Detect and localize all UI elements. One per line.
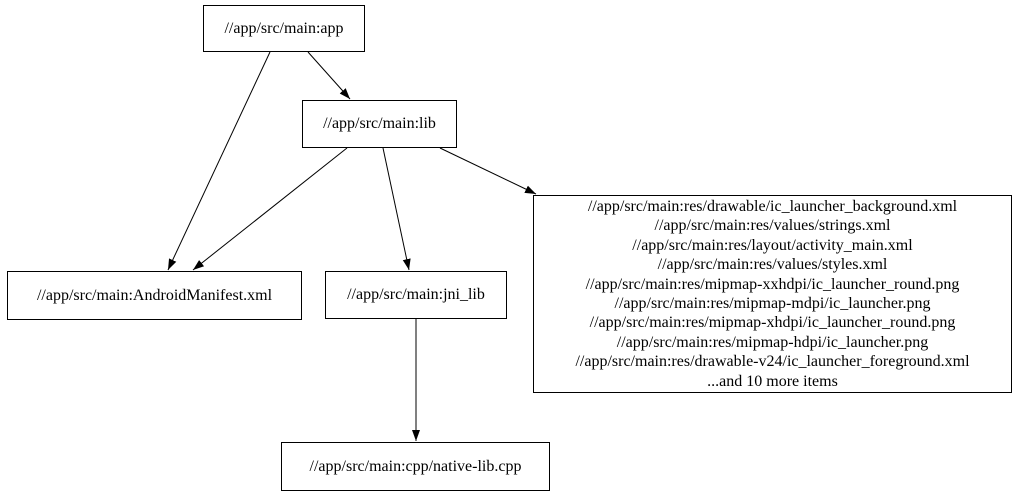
node-label-line: //app/src/main:res/mipmap-hdpi/ic_launch…	[616, 333, 929, 351]
graph-node-native-lib-cpp: //app/src/main:cpp/native-lib.cpp	[281, 442, 550, 491]
node-label-line: //app/src/main:app	[224, 19, 344, 37]
graph-node-res-group: //app/src/main:res/drawable/ic_launcher_…	[533, 195, 1012, 393]
node-label-line: ...and 10 more items	[707, 372, 838, 390]
node-label-line: //app/src/main:jni_lib	[347, 286, 485, 304]
graph-node-android-manifest: //app/src/main:AndroidManifest.xml	[7, 271, 302, 320]
edge-lib-to-android-manifest	[192, 147, 348, 271]
edge-app-to-android-manifest	[167, 51, 271, 271]
node-label-line: //app/src/main:lib	[323, 115, 436, 133]
node-label-line: //app/src/main:res/layout/activity_main.…	[632, 236, 913, 254]
node-label-line: //app/src/main:res/values/styles.xml	[657, 256, 888, 274]
node-label-line: //app/src/main:cpp/native-lib.cpp	[309, 457, 522, 475]
graph-node-app: //app/src/main:app	[203, 5, 365, 52]
edge-app-to-lib	[307, 51, 351, 100]
node-label-line: //app/src/main:res/mipmap-xhdpi/ic_launc…	[589, 314, 956, 332]
node-label-line: //app/src/main:res/values/strings.xml	[654, 217, 891, 235]
graph-node-jni-lib: //app/src/main:jni_lib	[325, 271, 507, 319]
graph-node-lib: //app/src/main:lib	[302, 100, 457, 148]
node-label-line: //app/src/main:res/drawable-v24/ic_launc…	[575, 353, 970, 371]
edge-lib-to-jni-lib	[382, 147, 411, 271]
node-label-line: //app/src/main:AndroidManifest.xml	[36, 286, 273, 304]
node-label-line: //app/src/main:res/drawable/ic_launcher_…	[587, 197, 958, 215]
node-label-line: //app/src/main:res/mipmap-xxhdpi/ic_laun…	[585, 275, 960, 293]
edge-lib-to-res-group	[439, 147, 537, 195]
node-label-line: //app/src/main:res/mipmap-mdpi/ic_launch…	[614, 295, 931, 312]
